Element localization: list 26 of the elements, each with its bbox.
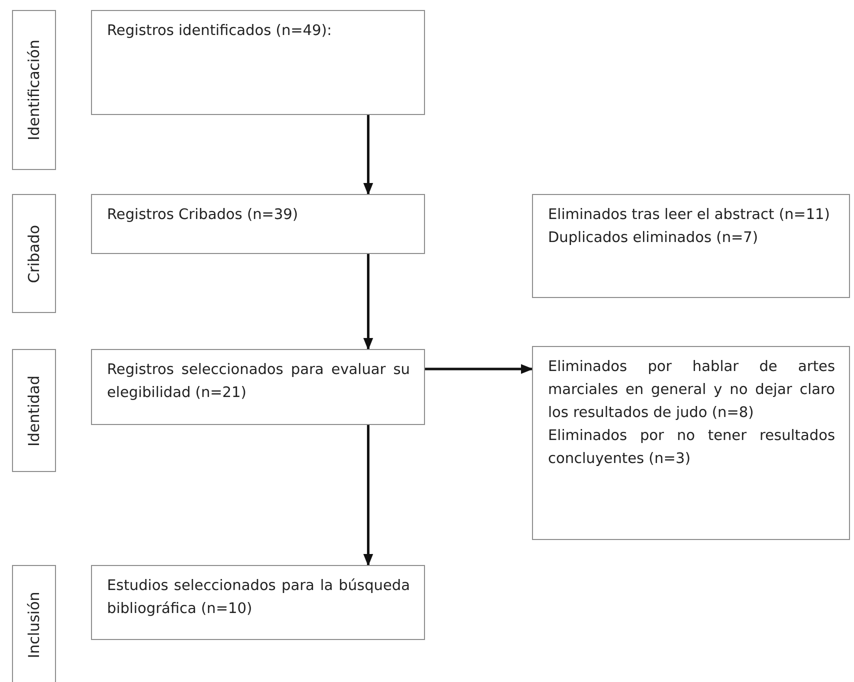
stage-box <box>12 10 56 170</box>
stage-label: Inclusión <box>25 592 43 658</box>
process-box <box>91 194 425 254</box>
process-box <box>532 194 850 298</box>
process-box <box>91 349 425 425</box>
stage-box <box>12 565 56 682</box>
arrow <box>425 364 534 374</box>
box-text: Registros seleccionados para evaluar su elegibilidad (n=21) <box>107 361 410 403</box>
stage-box <box>12 194 56 313</box>
stage-label: Cribado <box>25 224 43 283</box>
box-text: Registros Cribados (n=39) <box>107 206 300 225</box>
process-box <box>532 346 850 540</box>
arrow <box>363 254 374 350</box>
box-text: Eliminados tras leer el abstract (n=11) <box>548 206 831 225</box>
process-box <box>91 565 425 640</box>
stage-box <box>12 349 56 472</box>
arrow <box>363 425 374 566</box>
arrow <box>363 115 374 196</box>
process-box <box>91 10 425 115</box>
box-text: Registros identificados (n=49): <box>107 22 333 41</box>
box-text: Eliminados por no tener resultados concluyentes (n=3) <box>548 427 835 469</box>
stage-label: Identificación <box>25 40 43 140</box>
stage-label: Identidad <box>25 375 43 446</box>
box-text: Estudios seleccionados para la búsqueda bibliográfica (n=10) <box>107 577 410 619</box>
box-text: Duplicados eliminados (n=7) <box>548 229 760 248</box>
box-text: Eliminados por hablar de artes marciales en general y no dejar claro los resultados de judo (n=8) <box>548 358 835 423</box>
